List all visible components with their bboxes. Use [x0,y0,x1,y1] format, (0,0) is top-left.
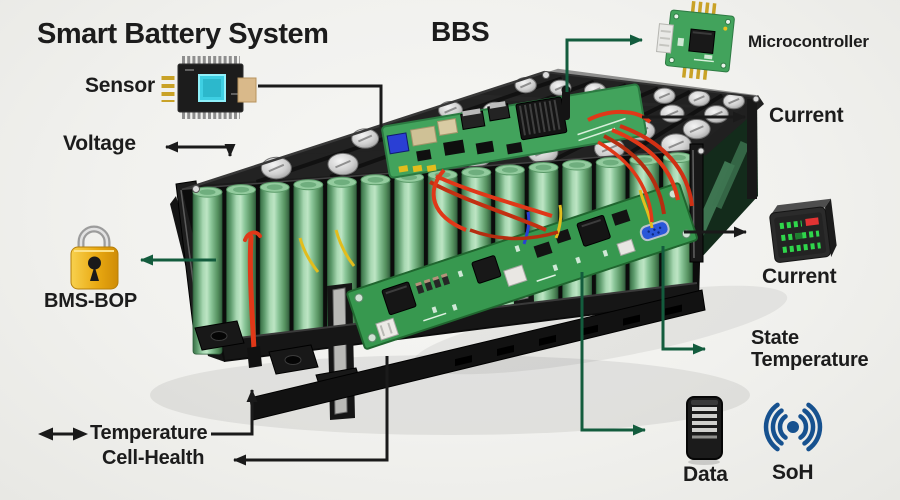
cell-health-label: Cell-Health [102,447,205,469]
microcontroller-label: Microcontroller [748,32,869,51]
soh-label: SoH [772,461,814,484]
top-pcb [381,83,648,179]
acronym-label: BBS [431,16,490,47]
state-temperature-callout-line [661,246,706,355]
microcontroller-board-icon [656,0,735,81]
temperature-double-arrow-left-head [38,427,53,441]
sensor-chip-icon [161,56,257,119]
bms-bop-label: BMS-BOP [44,290,138,312]
server-icon [686,396,723,465]
data-callout-line [580,272,646,436]
led-display-icon [769,198,837,263]
sensor-callout-line [258,84,383,127]
sensor-label: Sensor [85,74,155,97]
state-temperature-label-line2: Temperature [751,349,869,371]
current-top-label: Current [769,104,844,127]
microcontroller-callout-line [565,34,643,92]
cell-health-callout-line [233,356,389,466]
temperature-callout-line [211,389,258,436]
state-temperature-label-line1: State [751,327,799,349]
temperature-double-arrow-right-head [73,427,88,441]
battery-pack [170,68,764,421]
current-device-label: Current [762,265,837,288]
temperature-label: Temperature [90,422,208,444]
voltage-label: Voltage [63,132,136,155]
wireless-signal-icon [763,402,823,452]
padlock-icon [70,225,119,290]
page-title: Smart Battery System [37,18,329,50]
data-label: Data [683,463,728,486]
